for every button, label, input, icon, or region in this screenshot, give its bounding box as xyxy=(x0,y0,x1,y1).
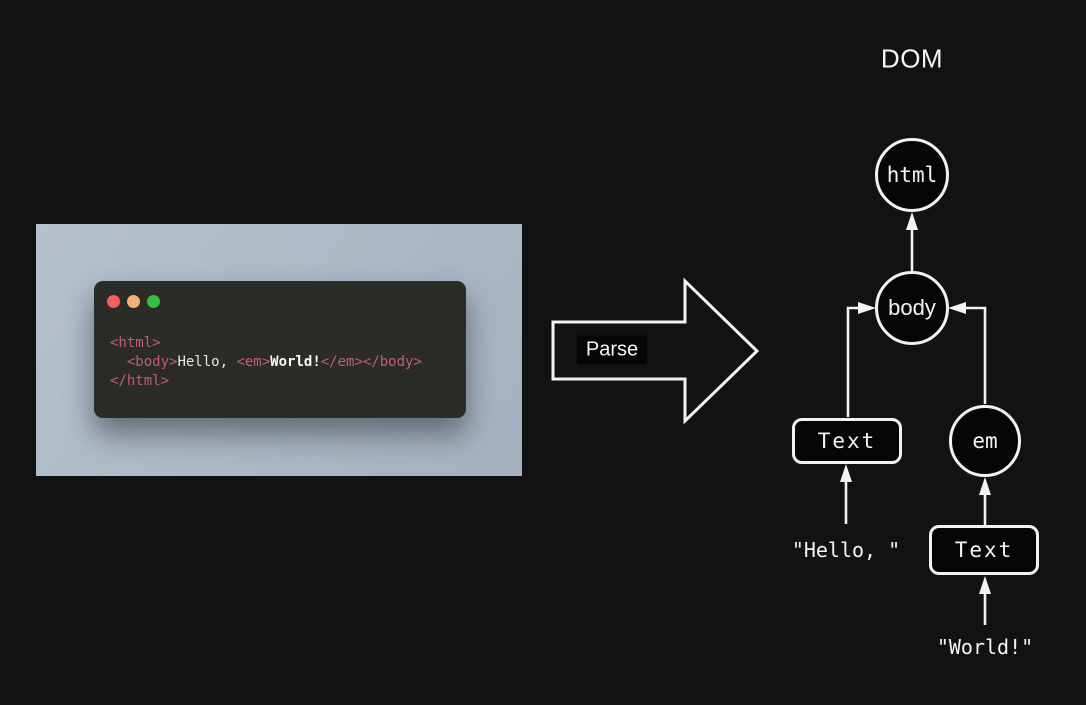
code-line-3: </html> xyxy=(110,372,422,391)
world-text: World! xyxy=(270,354,321,370)
dom-node-text-left-label: Text xyxy=(817,429,877,453)
html-open-tag: <html> xyxy=(110,335,161,351)
edge-textleft-to-body xyxy=(846,306,860,417)
dom-node-html-label: html xyxy=(886,163,938,187)
arrowhead-into-textright-icon xyxy=(979,576,991,594)
world-string-literal: "World!" xyxy=(936,635,1034,659)
code-editor-window: <html> <body>Hello, <em>World!</em></bod… xyxy=(94,281,466,418)
em-open-tag: <em> xyxy=(236,354,271,370)
body-open-tag: <body> xyxy=(110,354,178,370)
code-panel-background: <html> <body>Hello, <em>World!</em></bod… xyxy=(36,224,522,476)
arrowhead-into-body-left-icon xyxy=(858,302,876,314)
arrowhead-into-body-right-icon xyxy=(948,302,966,314)
dom-node-body: body xyxy=(875,271,949,345)
window-maximize-dot-icon xyxy=(147,295,160,308)
dom-node-em: em xyxy=(949,405,1021,477)
dom-node-html: html xyxy=(875,138,949,212)
dom-title: DOM xyxy=(880,43,944,74)
window-close-dot-icon xyxy=(107,295,120,308)
edge-em-to-body xyxy=(964,306,987,404)
parse-label: Parse xyxy=(576,335,648,365)
arrowhead-into-em-icon xyxy=(979,477,991,495)
em-body-close-tags: </em></body> xyxy=(320,354,422,370)
arrowhead-into-textleft-icon xyxy=(840,464,852,482)
window-traffic-lights xyxy=(107,295,160,308)
window-minimize-dot-icon xyxy=(127,295,140,308)
hello-string-literal: "Hello, " xyxy=(791,538,901,562)
dom-node-text-right-label: Text xyxy=(954,538,1014,562)
hello-text: Hello, xyxy=(177,354,237,370)
arrowhead-into-html-icon xyxy=(906,212,918,230)
code-snippet: <html> <body>Hello, <em>World!</em></bod… xyxy=(110,334,422,391)
code-line-2: <body>Hello, <em>World!</em></body> xyxy=(110,353,422,372)
html-close-tag: </html> xyxy=(110,373,170,389)
dom-node-text-left: Text xyxy=(792,418,902,464)
dom-node-em-label: em xyxy=(972,429,998,453)
code-line-1: <html> xyxy=(110,334,422,353)
dom-node-body-label: body xyxy=(888,295,936,320)
dom-node-text-right: Text xyxy=(929,525,1039,575)
